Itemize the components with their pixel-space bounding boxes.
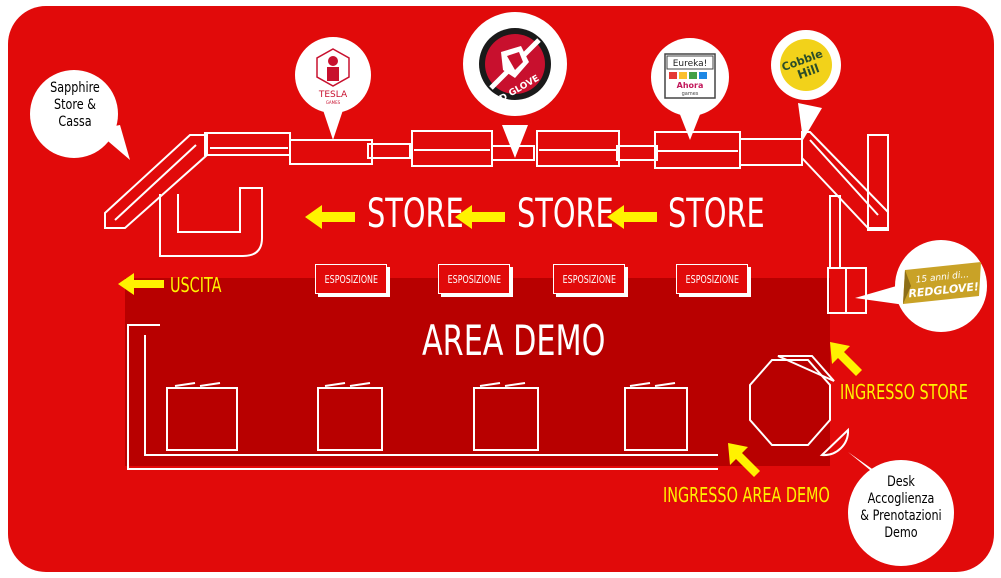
cashier-desk (159, 187, 263, 257)
store-label-3: STORE (668, 191, 765, 237)
tesla-logo-bubble: TESLA GAMES (295, 37, 371, 113)
top-shelf-4 (411, 130, 493, 167)
redglove-logo-icon: RED GLOVE (479, 28, 551, 111)
desk-callout (848, 460, 954, 566)
anniversary-ribbon-icon: 15 anni di... REDGLOVE! (903, 262, 981, 304)
top-shelf-9 (739, 138, 803, 166)
tesla-logo-sub: GAMES (326, 100, 341, 105)
eureka-logo-bubble: Eureka! Ahora games (651, 38, 729, 116)
tesla-pointer (323, 110, 343, 140)
demo-area-label: AREA DEMO (422, 316, 606, 365)
eureka-pointer (679, 112, 701, 140)
welcome-desk-shape (819, 427, 850, 457)
sapphire-callout (30, 70, 118, 158)
exhibit-3: ESPOSIZIONE (553, 264, 625, 294)
demo-table-3 (473, 382, 539, 451)
eureka-sub2-text: games (682, 91, 699, 97)
demo-table-4 (624, 382, 688, 451)
demo-table-2 (317, 382, 383, 451)
top-shelf-7 (616, 145, 658, 161)
exhibit-1: ESPOSIZIONE (315, 264, 387, 294)
arrow-store-3 (607, 205, 657, 229)
right-pillar (829, 195, 841, 269)
exit-label: USCITA (170, 273, 222, 297)
left-counter (104, 134, 208, 229)
arrow-store-1 (305, 205, 355, 229)
demo-area-zone (125, 278, 830, 466)
arrow-demo-entrance (728, 443, 760, 477)
eureka-sub-text: Ahora (677, 81, 704, 90)
arrow-exit (118, 273, 164, 295)
arrow-store-2 (455, 205, 505, 229)
exhibit-2: ESPOSIZIONE (438, 264, 510, 294)
top-shelf-3 (367, 143, 411, 159)
redglove-logo-bubble: RED GLOVE (463, 12, 567, 116)
redglove-pointer (502, 125, 528, 158)
store-entrance-label: INGRESSO STORE (840, 380, 968, 404)
top-shelf-6 (536, 130, 620, 167)
exhibit-4: ESPOSIZIONE (676, 264, 748, 294)
eureka-logo-icon: Eureka! Ahora games (664, 53, 716, 99)
arrows (118, 205, 862, 477)
sapphire-callout-text: Sapphire Store & Cassa (50, 80, 100, 130)
demo-entrance-label: INGRESSO AREA DEMO (663, 483, 830, 507)
desk-callout-text: Desk Accoglienza & Prenotazioni Demo (860, 474, 942, 541)
eureka-logo-text: Eureka! (673, 59, 708, 69)
top-shelf-1 (204, 132, 291, 156)
store-label-2: STORE (517, 191, 614, 237)
store-label-1: STORE (367, 191, 464, 237)
anniversary-bubble: 15 anni di... REDGLOVE! (895, 240, 987, 332)
anniversary-pointer (855, 285, 905, 305)
top-shelf-2 (289, 139, 373, 165)
tesla-logo-icon: TESLA GAMES (316, 48, 350, 105)
cobble-pointer (798, 103, 822, 140)
arrow-store-entrance (830, 342, 862, 376)
tesla-logo-text: TESLA (318, 90, 348, 100)
demo-area-wall (127, 324, 718, 470)
cobble-logo-bubble: Cobble Hill (771, 30, 841, 100)
cobble-logo-icon: Cobble Hill (780, 39, 832, 91)
octagon-table (749, 359, 831, 446)
right-wall-block (867, 134, 889, 231)
demo-table-1 (166, 382, 238, 451)
